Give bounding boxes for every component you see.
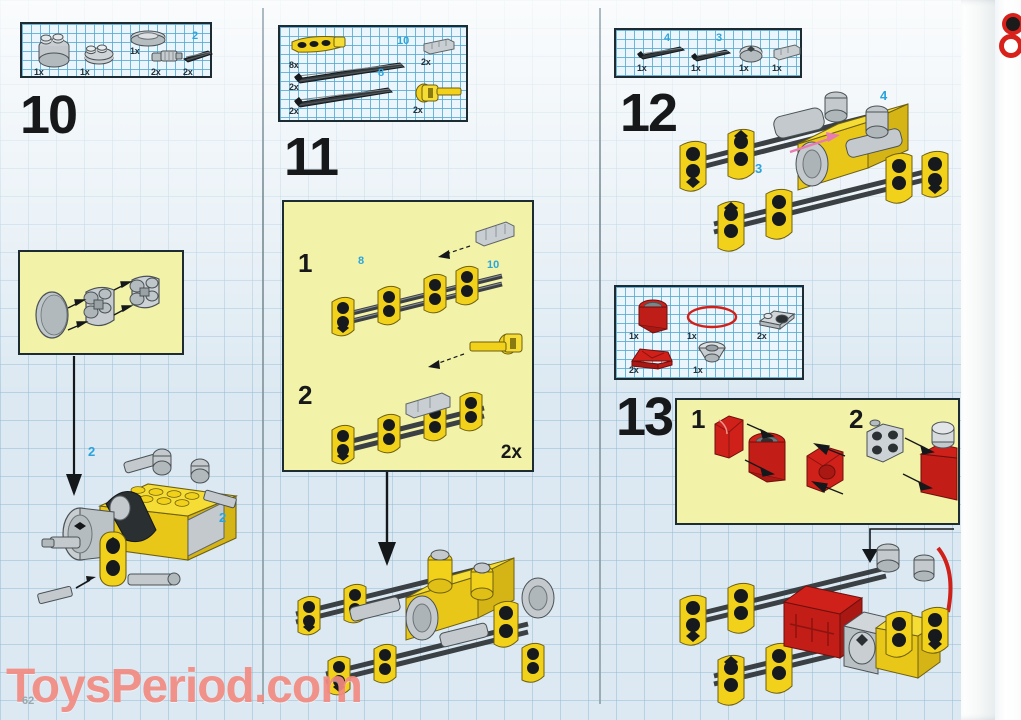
qty-engine-cylinder-brick: 1x bbox=[629, 331, 639, 341]
page-number: 62 bbox=[22, 695, 35, 707]
callout-step-10-a: 2 bbox=[88, 444, 96, 459]
length-label-panel-11-10: 10 bbox=[487, 259, 500, 271]
arrow-step-11-panel-to-build bbox=[378, 472, 396, 566]
sub-step-index-13-2: 2 bbox=[849, 404, 864, 434]
sub-panel-11-step1-illustration bbox=[331, 221, 515, 337]
part-plate-2x2-with-hole bbox=[758, 310, 796, 331]
qty-axle-2: 2x bbox=[183, 67, 193, 77]
qty-round-plate-2x2: 1x bbox=[80, 67, 90, 77]
watermark: ToysPeriod.com bbox=[6, 660, 363, 713]
build-step-12-illustration bbox=[679, 91, 949, 252]
qty-axle-4: 1x bbox=[637, 63, 647, 73]
sub-panel-10 bbox=[18, 250, 184, 355]
length-label-axle-8: 8 bbox=[378, 67, 385, 79]
qty-slope-brick: 2x bbox=[629, 365, 639, 375]
build-step-11-illustration bbox=[295, 549, 555, 696]
callout-step-12-a: 3 bbox=[755, 161, 763, 176]
column-divider-2 bbox=[599, 8, 601, 704]
part-round-brick-2x2 bbox=[38, 33, 70, 68]
parts-box-13: 1x 1x 2x 2x 1x bbox=[614, 285, 804, 380]
part-pulley-wheel bbox=[698, 341, 726, 363]
qty-axle-10: 2x bbox=[289, 82, 299, 92]
qty-bush: 1x bbox=[739, 63, 749, 73]
step-number-13: 13 bbox=[616, 387, 674, 447]
parts-box-10: 1x 1x 1x bbox=[20, 22, 214, 78]
length-label-axle-3: 3 bbox=[716, 32, 723, 44]
part-axle-4 bbox=[637, 46, 686, 60]
sub-panel-13-illustration bbox=[714, 415, 958, 501]
column-divider-1 bbox=[262, 8, 264, 704]
qty-axle-3: 1x bbox=[691, 63, 701, 73]
page-edge bbox=[961, 0, 1021, 720]
part-axle-3 bbox=[691, 49, 732, 62]
qty-axle-8: 2x bbox=[289, 106, 299, 116]
repeat-count-11: 2x bbox=[500, 442, 522, 463]
qty-axle-joiner-perpendicular: 2x bbox=[413, 105, 423, 115]
length-label-axle-4: 4 bbox=[664, 32, 671, 44]
build-step-13 bbox=[672, 530, 962, 706]
qty-liftarm-beam: 8x bbox=[289, 60, 299, 70]
part-rubber-band bbox=[686, 305, 738, 329]
callout-step-10-b: 2 bbox=[219, 510, 227, 525]
qty-plate-2x2-with-hole: 2x bbox=[757, 331, 767, 341]
arrow-step-13-panel-to-build bbox=[862, 528, 954, 563]
part-slope-brick bbox=[631, 348, 673, 370]
build-step-10-illustration bbox=[37, 448, 239, 605]
part-liftarm-beam bbox=[291, 36, 346, 53]
part-axle-connector-smooth-12 bbox=[773, 44, 801, 61]
build-step-12 bbox=[670, 82, 960, 262]
step-number-11: 11 bbox=[284, 127, 339, 187]
arrow-step-10-panel-to-build bbox=[66, 356, 82, 496]
qty-rubber-band: 1x bbox=[687, 331, 697, 341]
part-axle-8 bbox=[294, 87, 394, 108]
build-step-11 bbox=[290, 540, 560, 715]
part-axle-2 bbox=[182, 50, 214, 63]
part-bush bbox=[739, 45, 763, 63]
sub-step-index-11-2: 2 bbox=[298, 380, 313, 410]
parts-box-11: 8x 10 2x 8 2x 2x bbox=[278, 25, 468, 122]
sub-panel-11-step2-illustration bbox=[331, 333, 523, 465]
sub-panel-11: 1 2 8 10 2x bbox=[282, 200, 534, 472]
part-axle-connector-smooth bbox=[423, 38, 455, 55]
sub-panel-13: 1 2 bbox=[675, 398, 960, 525]
length-label-axle-2: 2 bbox=[192, 30, 199, 42]
qty-dish-2x2: 1x bbox=[130, 46, 140, 56]
length-label-panel-11-8: 8 bbox=[358, 255, 365, 267]
parts-box-12: 4 1x 3 1x 1x 1x bbox=[614, 28, 802, 78]
qty-axle-connector-smooth: 2x bbox=[421, 57, 431, 67]
callout-step-12-b: 4 bbox=[880, 88, 888, 103]
part-axle-joiner-perpendicular bbox=[415, 83, 462, 103]
part-axle-10 bbox=[294, 62, 406, 84]
qty-axle-connector: 2x bbox=[151, 67, 161, 77]
part-dish-2x2 bbox=[130, 30, 166, 47]
lego-logo-icon bbox=[999, 13, 1021, 58]
build-step-13-illustration bbox=[679, 543, 953, 706]
sub-step-index-13-1: 1 bbox=[691, 404, 706, 434]
build-step-10 bbox=[28, 438, 243, 618]
step-number-12: 12 bbox=[620, 83, 678, 143]
sub-step-index-11-1: 1 bbox=[298, 248, 313, 278]
qty-round-brick-2x2: 1x bbox=[34, 67, 44, 77]
part-engine-cylinder-brick bbox=[638, 299, 668, 334]
part-round-plate-2x2 bbox=[84, 44, 114, 65]
length-label-axle-10: 10 bbox=[397, 35, 410, 47]
step-number-10: 10 bbox=[20, 85, 78, 145]
qty-pulley-wheel: 1x bbox=[693, 365, 703, 375]
part-axle-connector bbox=[151, 50, 183, 62]
sub-panel-10-illustration bbox=[35, 275, 160, 339]
qty-axle-connector-smooth-12: 1x bbox=[772, 63, 782, 73]
next-page-sliver bbox=[995, 0, 1021, 720]
